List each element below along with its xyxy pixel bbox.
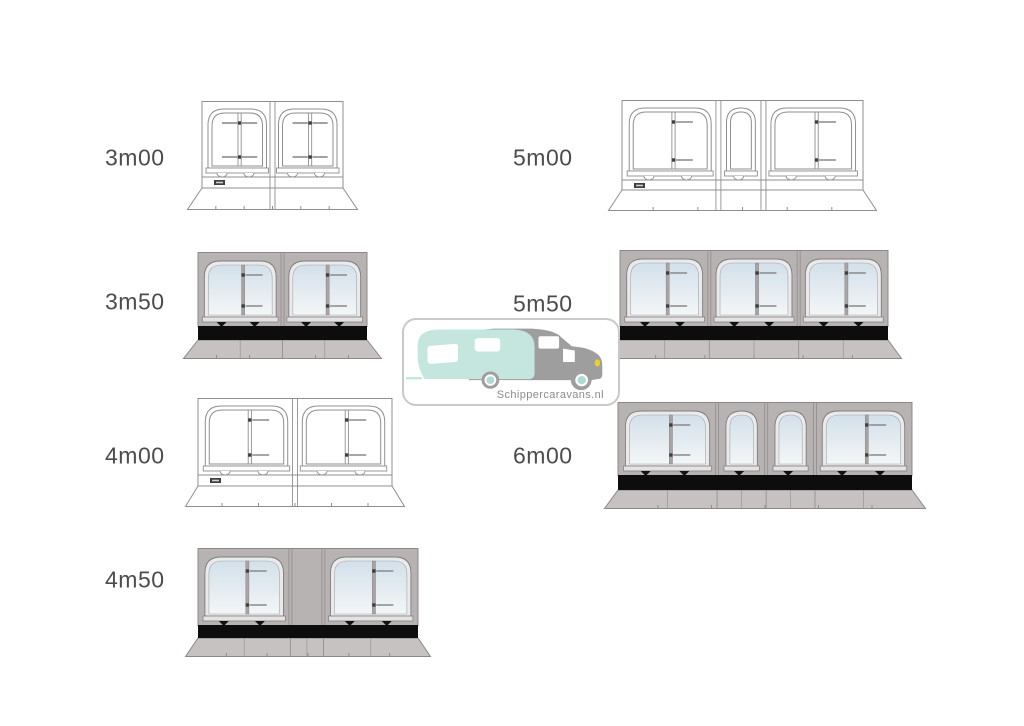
awning-size-label: 3m50 xyxy=(105,288,165,315)
watermark-badge: Schippercaravans.nl xyxy=(402,318,620,406)
awning-size-label: 5m00 xyxy=(513,144,573,171)
caravan-wheel-hub xyxy=(486,376,495,384)
caravan-window-rear xyxy=(474,338,501,352)
watermark-text: Schippercaravans.nl xyxy=(496,389,604,401)
motorhome-side-window xyxy=(538,336,560,349)
awning-front-drawing xyxy=(182,252,383,359)
awning-size-label: 4m00 xyxy=(105,442,165,469)
awning-size-label: 4m50 xyxy=(105,566,165,593)
awning-front-drawing xyxy=(607,100,878,211)
motorhome-windshield xyxy=(560,334,587,349)
awning-front-drawing xyxy=(603,402,927,509)
motorhome-wheel-hub xyxy=(577,376,586,385)
awning-front-drawing xyxy=(605,250,903,359)
motorhome-door-window xyxy=(563,348,575,362)
awning-front-drawing xyxy=(186,101,359,210)
motorhome-headlight xyxy=(594,359,601,367)
awning-front-drawing xyxy=(184,398,406,507)
awning-size-label: 5m50 xyxy=(513,290,573,317)
caravan-window-front xyxy=(427,343,458,364)
awning-front-drawing xyxy=(184,548,432,657)
awning-size-label: 6m00 xyxy=(513,442,573,469)
caravan-body xyxy=(417,329,535,380)
caravan-motorhome-icon xyxy=(405,328,603,391)
awning-size-label: 3m00 xyxy=(105,144,165,171)
